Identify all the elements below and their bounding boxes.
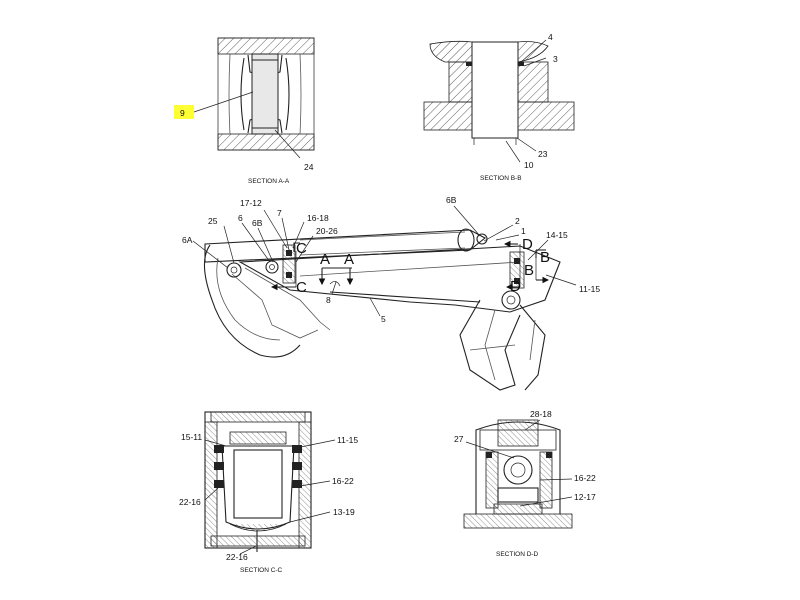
section-a-a: 9 24 SECTION A-A — [174, 37, 315, 185]
callout-28-18: 28-18 — [530, 409, 552, 419]
callout-3: 3 — [553, 54, 558, 64]
callout-11-15-cc: 11-15 — [337, 435, 358, 445]
callout-7: 7 — [277, 208, 282, 218]
callout-16-18: 16-18 — [307, 213, 329, 223]
callout-1: 1 — [521, 226, 526, 236]
callout-25: 25 — [208, 216, 218, 226]
callout-8: 8 — [326, 295, 331, 305]
view-marker-c-bottom: C — [296, 279, 307, 296]
section-c-c: 15-11 11-15 16-22 22-16 13-19 22-16 SECT… — [179, 411, 358, 574]
callout-10: 10 — [524, 160, 534, 170]
callout-15-11: 15-11 — [181, 432, 202, 442]
callout-6: 6 — [238, 213, 243, 223]
callout-17-12: 17-12 — [240, 198, 262, 208]
highlight-callout-9 — [174, 105, 194, 119]
main-assembly: 6B 2 1 14-15 11-15 25 6 17-12 7 16-18 20… — [182, 195, 600, 391]
section-a-a-caption: SECTION A-A — [248, 178, 290, 185]
callout-12-17: 12-17 — [574, 492, 596, 502]
callout-6b-left: 6B — [252, 218, 263, 228]
view-marker-d-top: D — [522, 236, 533, 253]
callout-14-15: 14-15 — [546, 230, 568, 240]
callout-4: 4 — [548, 32, 553, 42]
callout-23: 23 — [538, 149, 548, 159]
callout-27: 27 — [454, 434, 464, 444]
callout-16-22-dd: 16-22 — [574, 473, 596, 483]
callout-2: 2 — [515, 216, 520, 226]
section-c-c-caption: SECTION C-C — [240, 567, 283, 574]
callout-22-16-bottom: 22-16 — [226, 552, 248, 562]
view-marker-d-bottom: D — [510, 278, 521, 295]
callout-9: 9 — [180, 108, 185, 118]
view-marker-a-right: A — [344, 251, 354, 268]
callout-22-16-side: 22-16 — [179, 497, 201, 507]
section-d-d: 28-18 27 16-22 12-17 SECTION D-D — [454, 409, 596, 558]
section-b-b-caption: SECTION B-B — [480, 175, 522, 182]
view-marker-c-top: C — [296, 240, 307, 257]
callout-5: 5 — [381, 314, 386, 324]
callout-16-22-cc: 16-22 — [332, 476, 354, 486]
section-b-b: 4 3 23 10 SECTION B-B — [423, 32, 575, 182]
view-marker-b-bottom: B — [524, 262, 534, 279]
callout-6a: 6A — [182, 235, 193, 245]
callout-20-26: 20-26 — [316, 226, 338, 236]
view-marker-a-left: A — [320, 251, 330, 268]
callout-13-19: 13-19 — [333, 507, 355, 517]
view-marker-b-top: B — [540, 249, 550, 266]
callout-24: 24 — [304, 162, 314, 172]
callout-6b-upper: 6B — [446, 195, 457, 205]
section-d-d-caption: SECTION D-D — [496, 551, 539, 558]
callout-11-15-main: 11-15 — [579, 284, 600, 294]
